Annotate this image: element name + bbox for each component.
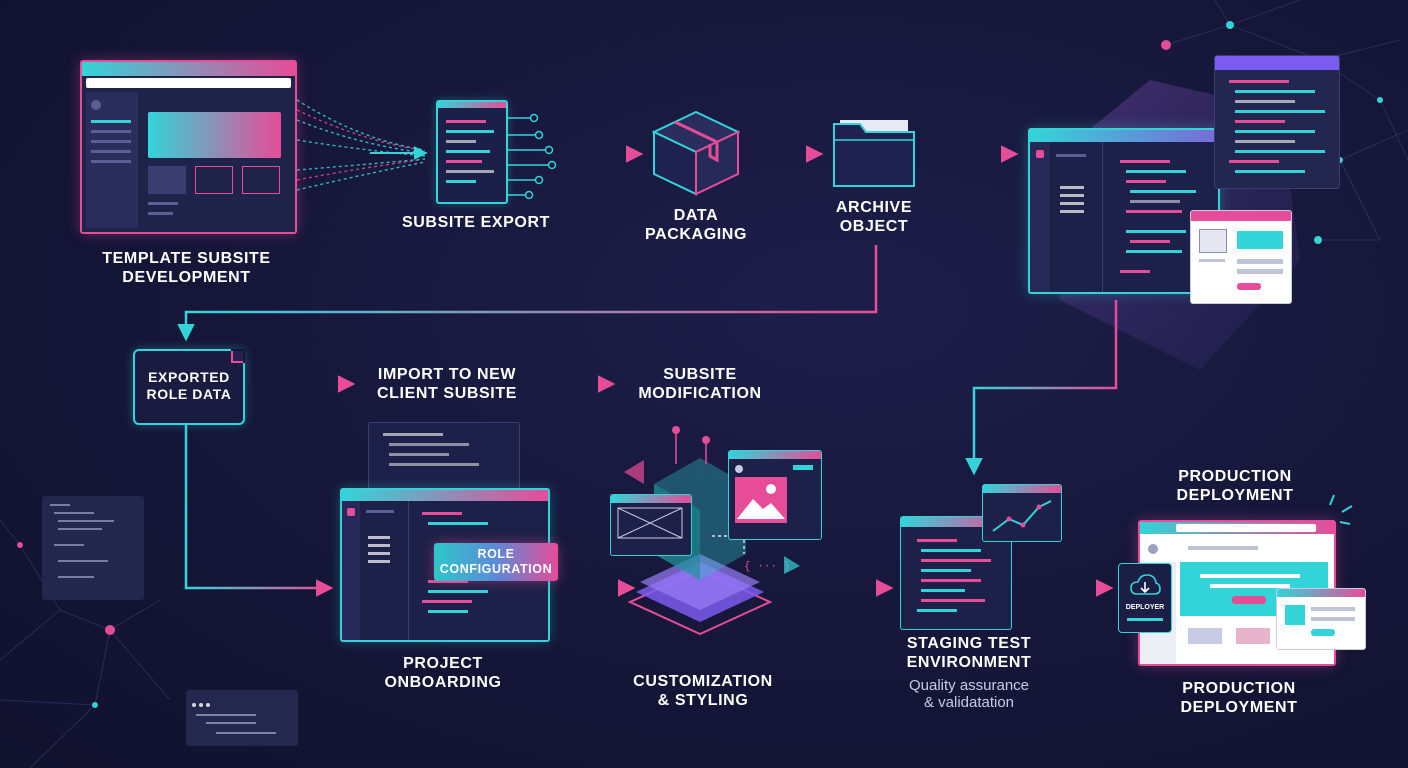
role-config-line2: CONFIGURATION bbox=[439, 562, 553, 576]
label-production-deployment-bottom: PRODUCTION DEPLOYMENT bbox=[1154, 679, 1324, 717]
production-popup-window bbox=[1276, 588, 1366, 650]
staging-sub1: Quality assurance bbox=[908, 677, 1030, 694]
label-subsite-export: SUBSITE EXPORT bbox=[390, 213, 562, 232]
arrow-exported-to-onboarding bbox=[184, 424, 334, 597]
staging-line1: STAGING TEST bbox=[906, 635, 1032, 652]
modification-line2: MODIFICATION bbox=[638, 385, 762, 402]
data-packaging-line1: DATA bbox=[673, 207, 719, 224]
template-dev-line2: DEVELOPMENT bbox=[122, 269, 251, 286]
brace-glyph: { ··· } bbox=[744, 561, 790, 573]
arrow-archive-to-exported bbox=[177, 245, 878, 342]
label-import-to-new-client-subsite: IMPORT TO NEW CLIENT SUBSITE bbox=[362, 365, 532, 403]
code-document-icon bbox=[436, 100, 508, 204]
label-customization-styling: CUSTOMIZATION & STYLING bbox=[620, 672, 786, 710]
label-data-packaging: DATA PACKAGING bbox=[630, 206, 762, 244]
circuit-pins bbox=[505, 117, 548, 196]
import-line1: IMPORT TO NEW bbox=[377, 366, 517, 383]
template-dev-line1: TEMPLATE SUBSITE bbox=[102, 250, 271, 267]
exported-line1: EXPORTED bbox=[148, 369, 230, 385]
arrow-editor-to-staging bbox=[965, 300, 1118, 476]
deployer-device: DEPLOYER bbox=[1118, 563, 1172, 633]
import-line2: CLIENT SUBSITE bbox=[377, 385, 517, 402]
archive-object-line2: OBJECT bbox=[839, 218, 909, 235]
code-editor-window-icon bbox=[1028, 128, 1220, 294]
archive-object-line1: ARCHIVE bbox=[835, 199, 913, 216]
staging-line2: ENVIRONMENT bbox=[906, 654, 1032, 671]
production-top-line2: DEPLOYMENT bbox=[1176, 487, 1294, 504]
production-bottom-line2: DEPLOYMENT bbox=[1180, 699, 1298, 716]
role-config-line1: ROLE bbox=[477, 547, 515, 561]
decor-code-panel-left bbox=[42, 496, 144, 600]
package-box-icon bbox=[651, 110, 741, 196]
staging-subtitle: Quality assurance & validatation bbox=[880, 677, 1058, 711]
role-configuration-badge: ROLE CONFIGURATION bbox=[434, 543, 558, 581]
onboarding-line1: PROJECT bbox=[403, 655, 483, 672]
modification-line1: SUBSITE bbox=[663, 366, 737, 383]
deployer-label: DEPLOYER bbox=[1125, 604, 1165, 611]
folder-icon bbox=[833, 120, 915, 187]
cloud-download-icon bbox=[1130, 574, 1161, 595]
wireframe-window-icon bbox=[610, 494, 692, 556]
production-bottom-line1: PRODUCTION bbox=[1182, 680, 1296, 697]
label-subsite-modification: SUBSITE MODIFICATION bbox=[620, 365, 780, 403]
data-packaging-line2: PACKAGING bbox=[645, 226, 747, 243]
label-production-deployment-top: PRODUCTION DEPLOYMENT bbox=[1150, 467, 1320, 505]
line-chart-icon bbox=[982, 484, 1062, 542]
image-placeholder-icon bbox=[728, 450, 822, 540]
exported-role-data-card: EXPORTED ROLE DATA bbox=[133, 349, 245, 425]
label-project-onboarding: PROJECT ONBOARDING bbox=[370, 654, 516, 692]
subsite-export-line1: SUBSITE EXPORT bbox=[402, 214, 550, 231]
staging-sub2: & validatation bbox=[923, 694, 1015, 711]
data-stream-lines bbox=[296, 99, 426, 191]
onboarding-line2: ONBOARDING bbox=[384, 674, 502, 691]
customization-line1: CUSTOMIZATION bbox=[633, 673, 773, 690]
decor-code-panel-bottom bbox=[186, 690, 298, 746]
code-panel-top-right bbox=[1214, 55, 1340, 189]
customization-line2: & STYLING bbox=[657, 692, 749, 709]
production-top-line1: PRODUCTION bbox=[1178, 468, 1292, 485]
label-template-subsite-development: TEMPLATE SUBSITE DEVELOPMENT bbox=[80, 249, 293, 287]
template-browser-window bbox=[80, 60, 297, 234]
label-archive-object: ARCHIVE OBJECT bbox=[812, 198, 936, 236]
preview-card-window bbox=[1190, 210, 1292, 304]
label-staging-test-environment: STAGING TEST ENVIRONMENT bbox=[886, 634, 1052, 672]
exported-line2: ROLE DATA bbox=[146, 386, 232, 402]
